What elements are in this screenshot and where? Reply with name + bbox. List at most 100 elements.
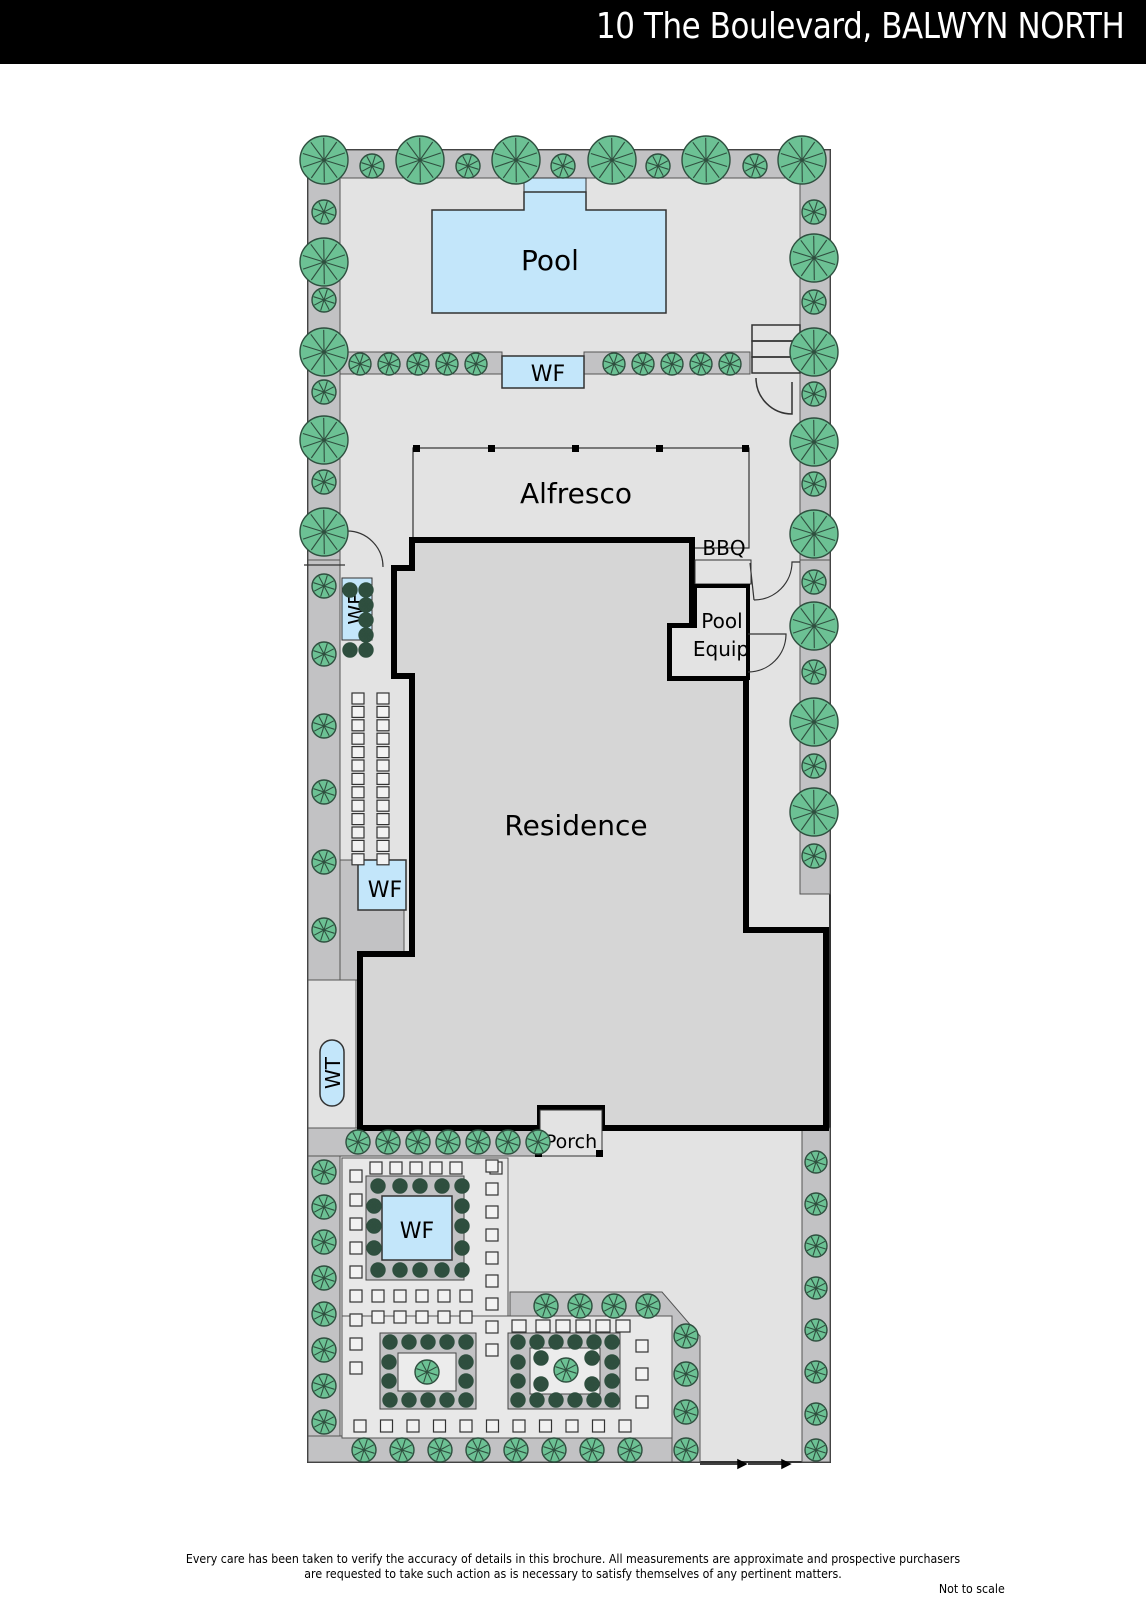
shrub-icon bbox=[406, 352, 430, 376]
stepping-stone-icon bbox=[485, 1320, 499, 1334]
shrub-icon bbox=[412, 1178, 428, 1194]
stepping-stone-icon bbox=[376, 719, 390, 732]
shrub-icon bbox=[366, 1218, 382, 1234]
stepping-stone-icon bbox=[376, 759, 390, 772]
tree-icon bbox=[553, 1357, 579, 1383]
shrub-icon bbox=[541, 1437, 567, 1463]
shrub-icon bbox=[454, 1178, 470, 1194]
water-tank-label: WT bbox=[321, 1056, 345, 1089]
shrub-icon bbox=[311, 1194, 337, 1220]
shrub-icon bbox=[689, 352, 713, 376]
shrub-icon bbox=[801, 659, 827, 685]
shrub-icon bbox=[311, 779, 337, 805]
disclaimer: Every care has been taken to verify the … bbox=[0, 1552, 1146, 1582]
tree-icon bbox=[299, 135, 349, 185]
stepping-stone-icon bbox=[591, 1419, 606, 1433]
stepping-stones bbox=[349, 692, 649, 1433]
residence-label: Residence bbox=[504, 809, 647, 842]
shrub-icon bbox=[458, 1392, 474, 1408]
shrub-icon bbox=[550, 153, 576, 179]
stepping-stone-icon bbox=[349, 1265, 363, 1279]
shrub-icon bbox=[804, 1234, 828, 1258]
shrub-icon bbox=[311, 1337, 337, 1363]
stepping-stone-icon bbox=[376, 772, 390, 786]
tree-icon bbox=[395, 135, 445, 185]
shrub-icon bbox=[455, 153, 481, 179]
stepping-stone-icon bbox=[485, 1205, 499, 1219]
shrub-icon bbox=[311, 1373, 337, 1399]
stepping-stone-icon bbox=[538, 1419, 553, 1433]
shrub-icon bbox=[584, 1376, 600, 1392]
shrub-icon bbox=[435, 352, 459, 376]
stepping-stone-icon bbox=[351, 732, 365, 745]
shrub-icon bbox=[311, 379, 337, 405]
shrub-icon bbox=[458, 1334, 474, 1350]
stepping-stone-icon bbox=[349, 1313, 363, 1327]
shrub-icon bbox=[586, 1392, 602, 1408]
shrub-icon bbox=[801, 381, 827, 407]
shrub-icon bbox=[801, 199, 827, 225]
shrub-icon bbox=[801, 753, 827, 779]
shrub-icon bbox=[370, 1178, 386, 1194]
tree-icon bbox=[789, 787, 839, 837]
shrub-icon bbox=[435, 1129, 461, 1155]
shrub-icon bbox=[439, 1392, 455, 1408]
stepping-stone-icon bbox=[485, 1274, 499, 1288]
shrub-icon bbox=[584, 1350, 600, 1366]
shrub-icon bbox=[377, 352, 401, 376]
shrub-icon bbox=[348, 352, 372, 376]
stepping-stone-icon bbox=[635, 1395, 649, 1409]
pool: Pool bbox=[431, 177, 667, 314]
shrub-icon bbox=[358, 627, 374, 643]
stepping-stone-icon bbox=[349, 1361, 363, 1375]
shrub-icon bbox=[510, 1334, 526, 1350]
shrub-icon bbox=[358, 582, 374, 598]
shrub-icon bbox=[529, 1334, 545, 1350]
stepping-stone-icon bbox=[555, 1319, 571, 1333]
stepping-stone-icon bbox=[376, 692, 390, 705]
stepping-stone-icon bbox=[376, 732, 390, 745]
shrub-icon bbox=[465, 1437, 491, 1463]
shrub-icon bbox=[342, 582, 358, 598]
water-feature-front-label: WF bbox=[400, 1219, 434, 1244]
porch: Porch bbox=[535, 1109, 603, 1157]
stepping-stone-icon bbox=[485, 1159, 499, 1173]
shrub-icon bbox=[801, 843, 827, 869]
water-tank: WT bbox=[319, 1039, 345, 1107]
stepping-stone-icon bbox=[376, 705, 390, 719]
stepping-stone-icon bbox=[615, 1319, 631, 1333]
shrub-icon bbox=[804, 1150, 828, 1174]
stepping-stone-icon bbox=[565, 1419, 579, 1433]
stepping-stone-icon bbox=[437, 1310, 451, 1324]
stepping-stone-icon bbox=[485, 1251, 499, 1265]
shrub-icon bbox=[351, 1437, 377, 1463]
shrub-icon bbox=[401, 1392, 417, 1408]
stepping-stone-icon bbox=[353, 1419, 367, 1433]
shrub-icon bbox=[382, 1334, 398, 1350]
trees bbox=[299, 135, 839, 1385]
stepping-stone-icon bbox=[351, 705, 365, 719]
disclaimer-line-2: are requested to take such action as is … bbox=[304, 1567, 842, 1581]
alfresco-label: Alfresco bbox=[520, 477, 632, 510]
shrub-icon bbox=[439, 1334, 455, 1350]
stepping-stone-icon bbox=[406, 1419, 420, 1433]
shrub-icon bbox=[311, 849, 337, 875]
stepping-stone-icon bbox=[351, 745, 365, 759]
stepping-stone-icon bbox=[618, 1419, 632, 1433]
shrub-icon bbox=[434, 1178, 450, 1194]
shrub-icon bbox=[801, 289, 827, 315]
bbq-area: BBQ bbox=[694, 536, 752, 585]
shrub-icon bbox=[804, 1438, 828, 1462]
shrub-icon bbox=[427, 1437, 453, 1463]
shrub-icon bbox=[370, 1262, 386, 1278]
tree-icon bbox=[587, 135, 637, 185]
shrub-icon bbox=[342, 642, 358, 658]
shrub-icon bbox=[420, 1392, 436, 1408]
shrub-icon bbox=[381, 1354, 397, 1370]
shrub-icon bbox=[359, 153, 385, 179]
stepping-stone-icon bbox=[535, 1319, 551, 1333]
stepping-stone-icon bbox=[351, 786, 365, 799]
tree-icon bbox=[491, 135, 541, 185]
header-bar: 10 The Boulevard, BALWYN NORTH bbox=[0, 0, 1146, 64]
tree-icon bbox=[299, 507, 349, 557]
